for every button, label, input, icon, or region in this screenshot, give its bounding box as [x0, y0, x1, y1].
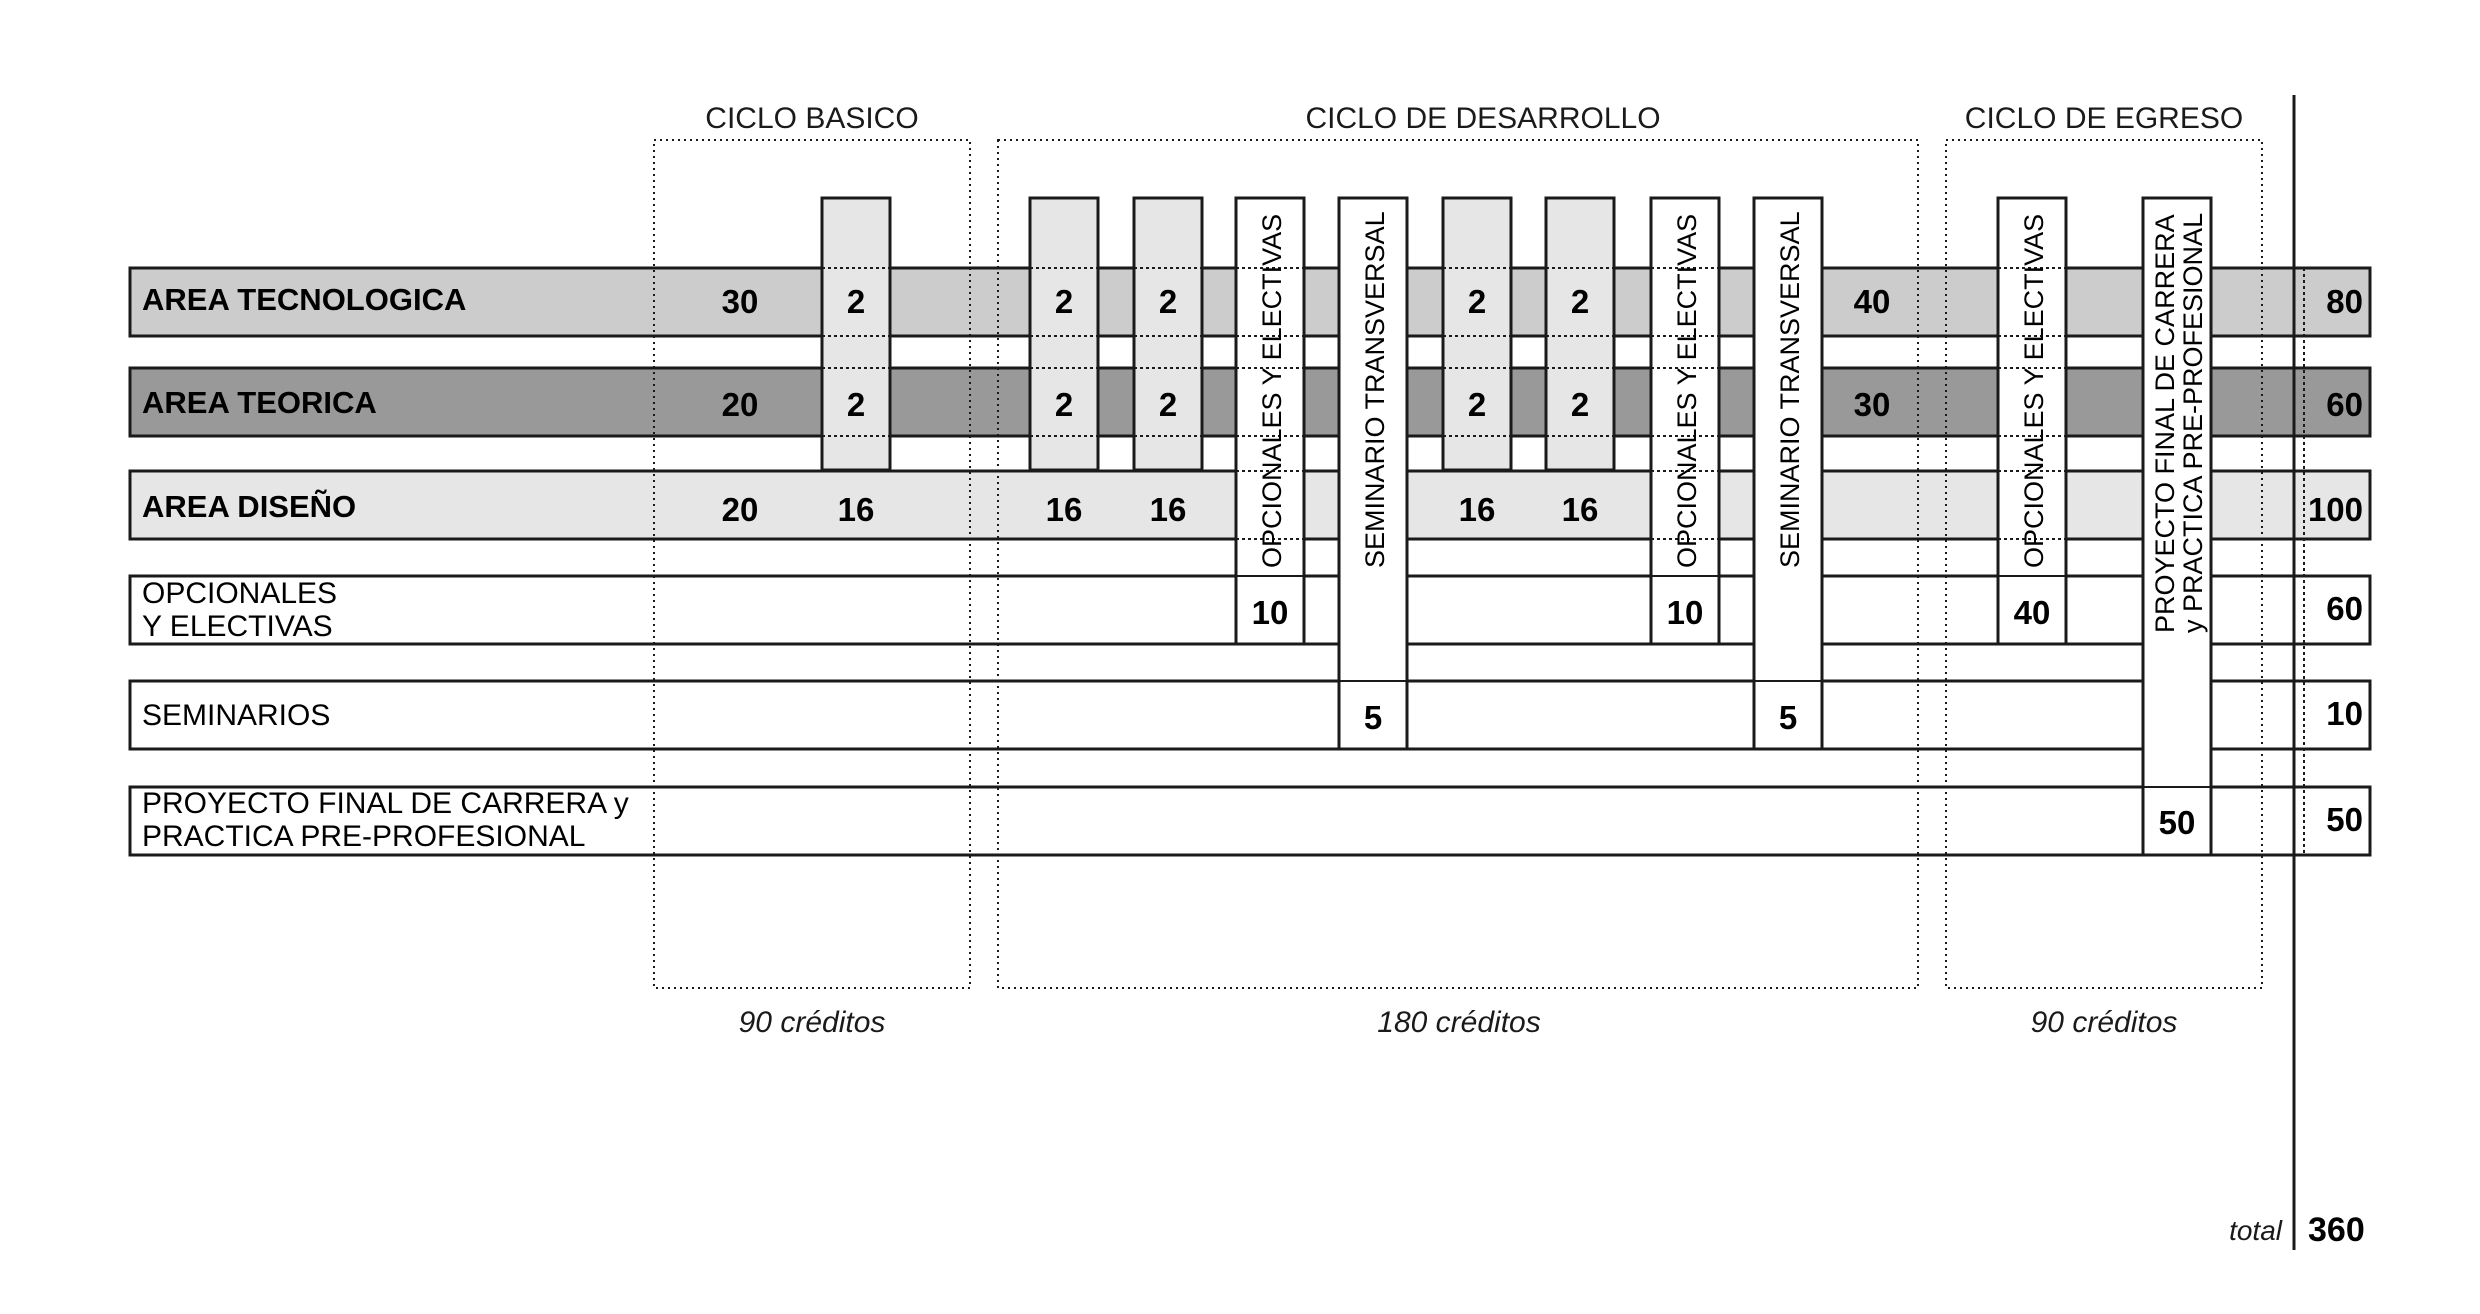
cycle-title-desarrollo: CICLO DE DESARROLLO: [1305, 102, 1660, 135]
workshop-values-5: 2 2 16: [1562, 283, 1599, 528]
opcionales-column-1: [1234, 196, 1306, 646]
workshop-value-tecnologica: 2: [847, 283, 865, 320]
workshop-value-diseno: 16: [1562, 491, 1599, 528]
row-total-diseno: 100: [2308, 491, 2363, 528]
dev-credits-tecnologica: 40: [1854, 283, 1891, 320]
seminario-value-2: 5: [1779, 699, 1797, 736]
opcionales-vertical-label-1: OPCIONALES Y ELECTIVAS: [1257, 214, 1287, 568]
proyecto-value: 50: [2159, 804, 2196, 841]
opcionales-value-1: 10: [1252, 594, 1289, 631]
grand-total-label: total: [2229, 1215, 2283, 1246]
seminario-column-1: [1337, 196, 1409, 751]
workshop-column-3: [1132, 196, 1204, 472]
workshop-value-teorica: 2: [1571, 386, 1589, 423]
workshop-value-teorica: 2: [1468, 386, 1486, 423]
cycle-credits-desarrollo: 180 créditos: [1377, 1006, 1540, 1039]
workshop-column-5: [1544, 196, 1616, 472]
workshop-value-tecnologica: 2: [1055, 283, 1073, 320]
row-total-opcionales: 60: [2326, 590, 2363, 627]
grand-total-value: 360: [2308, 1211, 2365, 1249]
cycle-box-desarrollo: [997, 139, 1919, 989]
opcionales-vertical-label-2: OPCIONALES Y ELECTIVAS: [1672, 214, 1702, 568]
opcionales-column-2: [1649, 196, 1721, 646]
workshop-value-teorica: 2: [847, 386, 865, 423]
workshop-values-4: 2 2 16: [1459, 283, 1496, 528]
row-label-teorica: AREA TEORICA: [142, 385, 377, 420]
proyecto-column: [2141, 196, 2213, 857]
workshop-column-4: [1441, 196, 1513, 472]
row-label-opcionales-line1: OPCIONALES: [142, 577, 337, 610]
band-seminarios: [128, 679, 2372, 751]
row-label-opcionales-line2: Y ELECTIVAS: [142, 610, 333, 643]
seminario-column-2: [1752, 196, 1824, 751]
workshop-values-3: 2 2 16: [1150, 283, 1187, 528]
workshop-value-tecnologica: 2: [1571, 283, 1589, 320]
seminario-vertical-label-2: SEMINARIO TRANSVERSAL: [1775, 211, 1805, 568]
cycle-credits-basico: 90 créditos: [739, 1006, 886, 1039]
cycle-credits-egreso: 90 créditos: [2031, 1006, 2178, 1039]
dev-credits-teorica: 30: [1854, 386, 1891, 423]
cycle-title-egreso: CICLO DE EGRESO: [1965, 102, 2243, 135]
cycle-box-basico: [653, 139, 971, 989]
seminario-value-1: 5: [1364, 699, 1382, 736]
opcionales-column-3: [1996, 196, 2068, 646]
opcionales-value-3: 40: [2014, 594, 2051, 631]
proyecto-vertical-label-line1: PROYECTO FINAL DE CARRERA: [2150, 214, 2180, 633]
band-proyecto: [128, 785, 2372, 857]
opcionales-vertical-label-3: OPCIONALES Y ELECTIVAS: [2019, 214, 2049, 568]
cycle-title-basico: CICLO BASICO: [705, 102, 918, 135]
proyecto-vertical-label-line2: y PRACTICA PRE-PROFESIONAL: [2178, 213, 2208, 633]
workshop-value-diseno: 16: [1150, 491, 1187, 528]
cycle-box-egreso: [1945, 139, 2263, 989]
base-credits-diseno: 20: [722, 491, 759, 528]
row-label-diseno: AREA DISEÑO: [142, 489, 356, 524]
workshop-value-diseno: 16: [838, 491, 875, 528]
row-total-tecnologica: 80: [2326, 283, 2363, 320]
workshop-values-1: 2 2 16: [838, 283, 875, 528]
workshop-value-teorica: 2: [1159, 386, 1177, 423]
base-credits-tecnologica: 30: [722, 283, 759, 320]
row-label-tecnologica: AREA TECNOLOGICA: [142, 282, 466, 317]
workshop-value-tecnologica: 2: [1468, 283, 1486, 320]
workshop-values-2: 2 2 16: [1046, 283, 1083, 528]
workshop-column-1: [820, 196, 892, 472]
seminario-vertical-label-1: SEMINARIO TRANSVERSAL: [1360, 211, 1390, 568]
row-total-proyecto: 50: [2326, 801, 2363, 838]
row-label-seminarios: SEMINARIOS: [142, 699, 330, 732]
workshop-value-diseno: 16: [1459, 491, 1496, 528]
workshop-value-diseno: 16: [1046, 491, 1083, 528]
opcionales-value-2: 10: [1667, 594, 1704, 631]
workshop-value-teorica: 2: [1055, 386, 1073, 423]
workshop-column-2: [1028, 196, 1100, 472]
base-credits-teorica: 20: [722, 386, 759, 423]
workshop-value-tecnologica: 2: [1159, 283, 1177, 320]
row-total-seminarios: 10: [2326, 695, 2363, 732]
row-total-teorica: 60: [2326, 386, 2363, 423]
row-label-proyecto-line1: PROYECTO FINAL DE CARRERA y: [142, 787, 629, 820]
row-label-proyecto-line2: PRACTICA PRE-PROFESIONAL: [142, 820, 585, 853]
